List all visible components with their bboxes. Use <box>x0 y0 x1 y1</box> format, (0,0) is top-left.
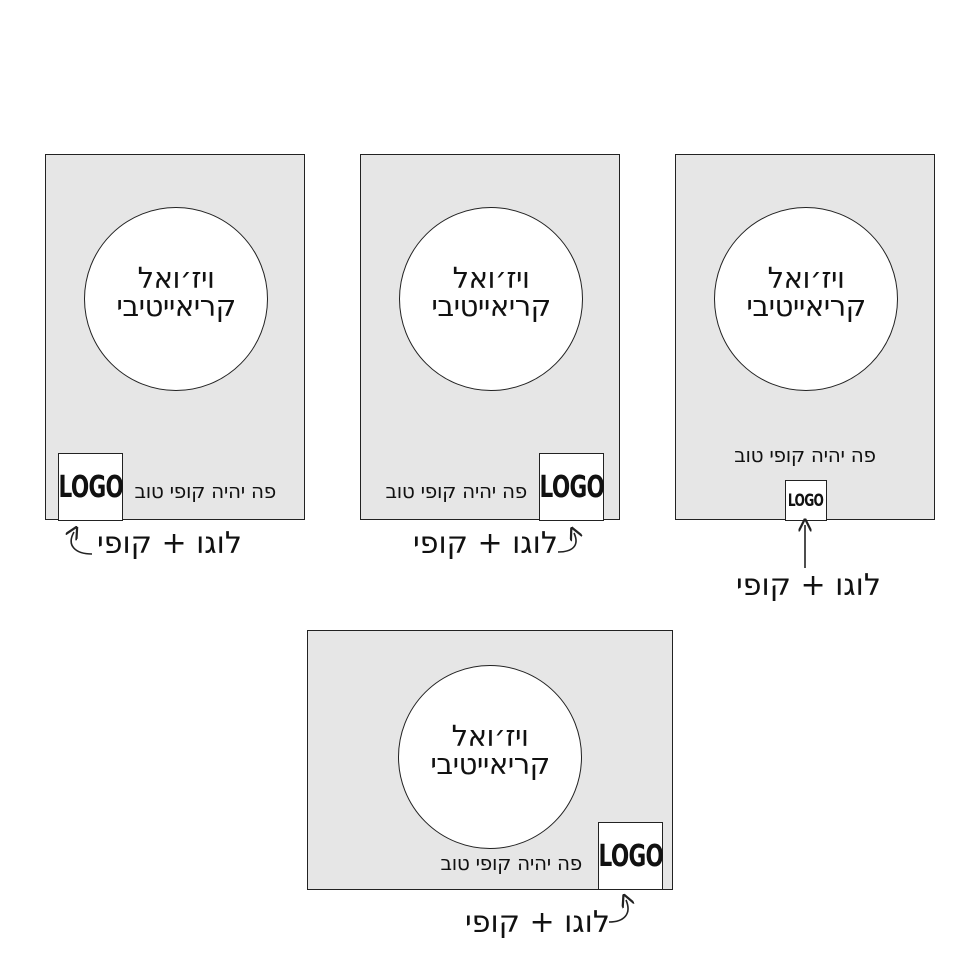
logo-text: LOGO <box>58 469 123 505</box>
visual-line-2: קריאייטיבי <box>430 747 550 781</box>
layout-3-caption: לוגו + קופי <box>736 568 881 603</box>
logo-text: LOGO <box>598 838 663 874</box>
visual-line-1: ויז׳ואל <box>452 261 530 295</box>
layout-4-panel: ויז׳ואל קריאייטיבי LOGO פה יהיה קופי טוב <box>307 630 673 890</box>
logo-box: LOGO <box>785 480 827 521</box>
curved-arrow-icon <box>71 532 93 555</box>
visual-line-2: קריאייטיבי <box>746 289 866 323</box>
visual-line-2: קריאייטיבי <box>116 289 236 323</box>
curved-arrow-icon <box>608 900 628 923</box>
layout-1-caption: לוגו + קופי <box>97 526 242 561</box>
logo-text: LOGO <box>788 490 824 511</box>
curved-arrow-icon <box>557 533 576 553</box>
layout-4-caption: לוגו + קופי <box>465 905 610 940</box>
copy-text: פה יהיה קופי טוב <box>385 479 528 503</box>
copy-text: פה יהיה קופי טוב <box>734 443 876 467</box>
layout-2-caption: לוגו + קופי <box>413 526 558 561</box>
visual-line-2: קריאייטיבי <box>431 289 551 323</box>
visual-line-1: ויז׳ואל <box>767 261 845 295</box>
visual-text: ויז׳ואל קריאייטיבי <box>399 719 581 781</box>
visual-line-1: ויז׳ואל <box>137 261 215 295</box>
visual-circle: ויז׳ואל קריאייטיבי <box>398 665 582 849</box>
logo-text: LOGO <box>539 469 604 505</box>
layout-1-panel: ויז׳ואל קריאייטיבי LOGO פה יהיה קופי טוב <box>45 154 305 521</box>
logo-box: LOGO <box>58 453 124 521</box>
layout-3-panel: ויז׳ואל קריאייטיבי פה יהיה קופי טוב LOGO <box>675 154 935 521</box>
visual-text: ויז׳ואל קריאייטיבי <box>400 261 582 323</box>
visual-circle: ויז׳ואל קריאייטיבי <box>714 207 898 391</box>
visual-circle: ויז׳ואל קריאייטיבי <box>84 207 268 391</box>
copy-text: פה יהיה קופי טוב <box>134 479 277 503</box>
visual-circle: ויז׳ואל קריאייטיבי <box>399 207 583 391</box>
logo-box: LOGO <box>598 822 664 890</box>
copy-text: פה יהיה קופי טוב <box>440 851 583 875</box>
visual-text: ויז׳ואל קריאייטיבי <box>715 261 897 323</box>
layout-2-panel: ויז׳ואל קריאייטיבי LOGO פה יהיה קופי טוב <box>360 154 620 521</box>
logo-box: LOGO <box>539 453 605 521</box>
visual-text: ויז׳ואל קריאייטיבי <box>85 261 267 323</box>
visual-line-1: ויז׳ואל <box>451 719 529 753</box>
